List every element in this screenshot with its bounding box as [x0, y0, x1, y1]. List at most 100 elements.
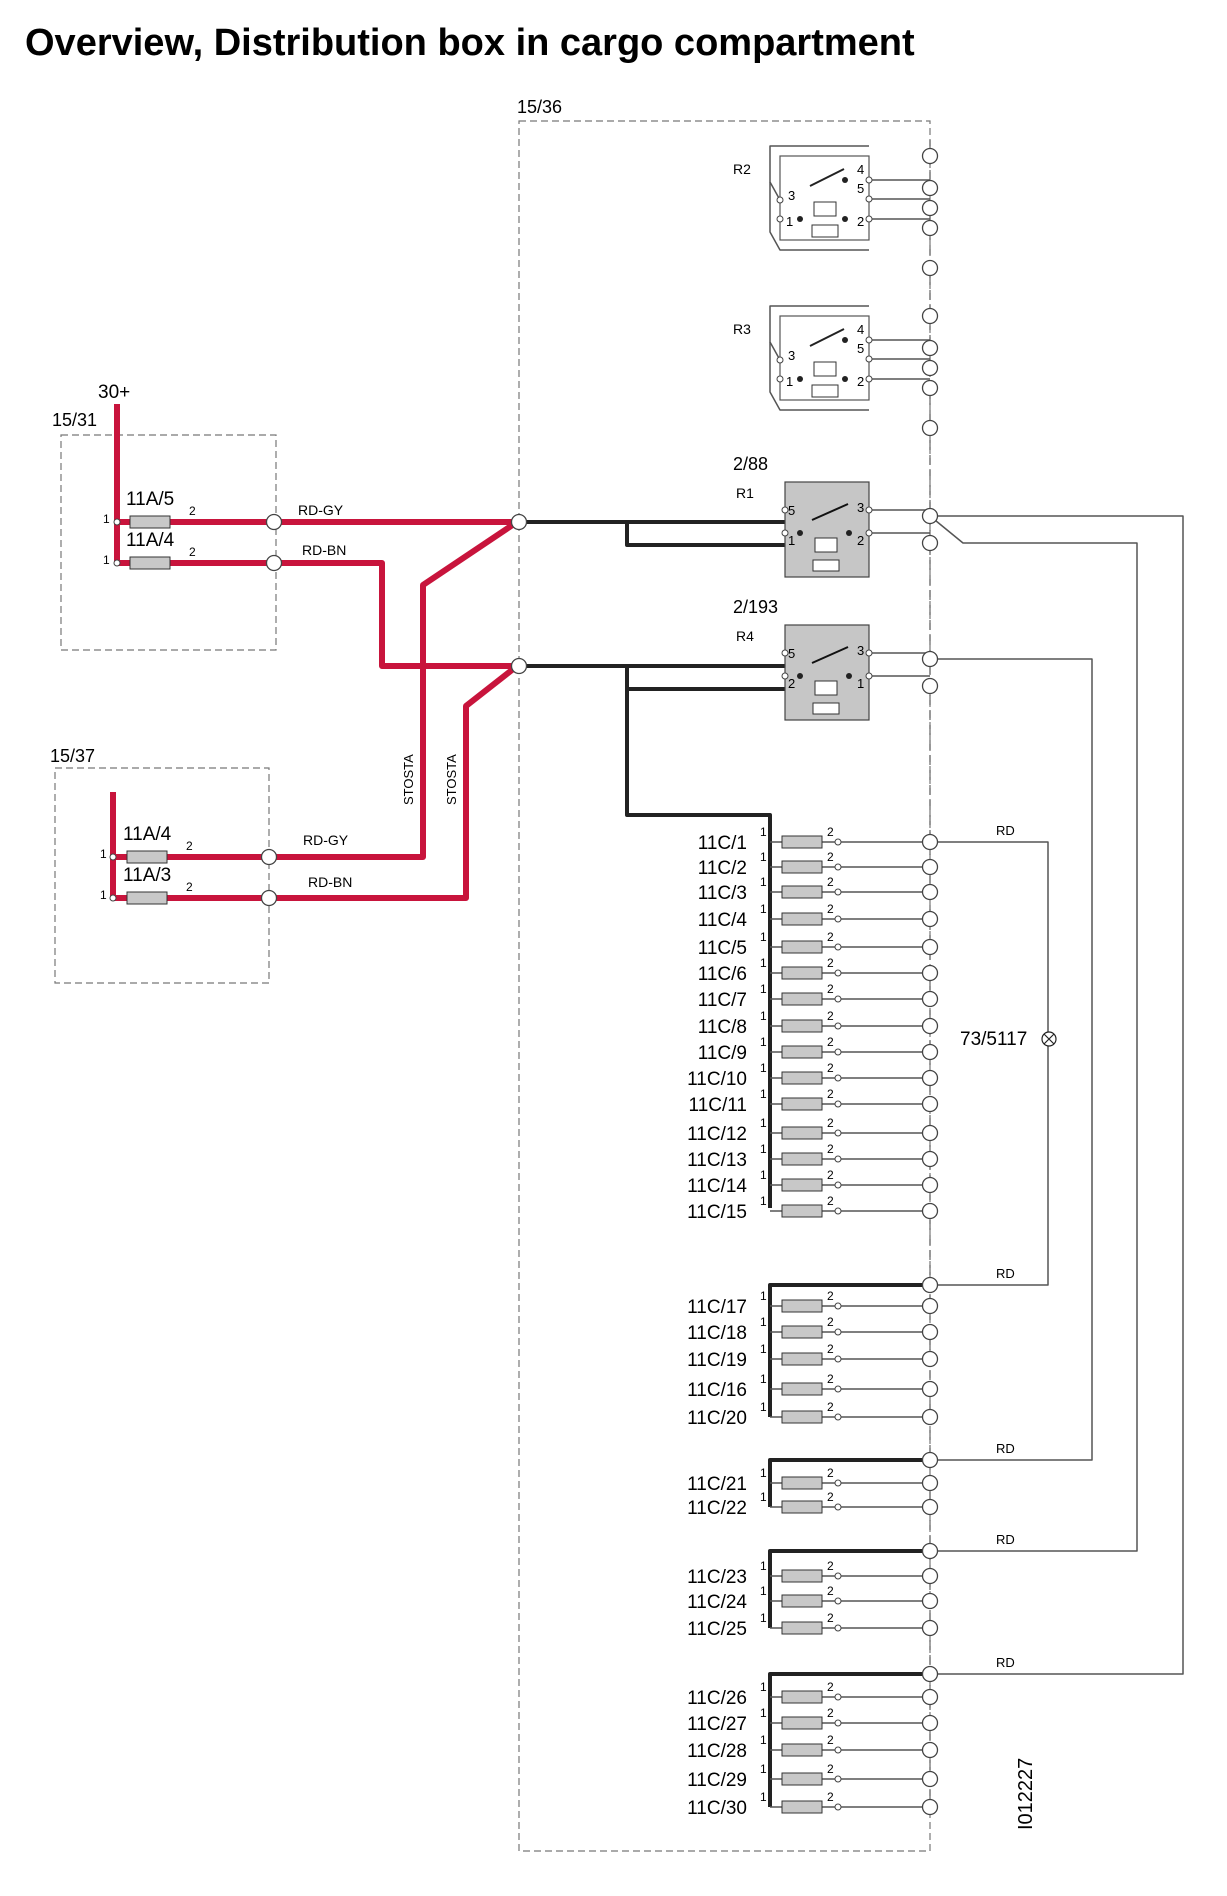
fuse-box-15-31	[60, 434, 277, 651]
fuse-11c-9-pin2: 2	[827, 1035, 834, 1049]
fuse-11c-28-pin1: 1	[760, 1733, 767, 1747]
connector-node	[510, 657, 528, 675]
fuse-11a3-lower-pin1: 1	[100, 888, 107, 902]
fuse-11c-6-label: 11C/6	[698, 964, 747, 985]
fuse-11c-16	[781, 1382, 823, 1396]
connection-points	[109, 147, 1057, 1816]
relay-r3-pin-2: 2	[857, 374, 864, 389]
fuse-11c-13-label: 11C/13	[687, 1150, 747, 1171]
fuse-11a4-upper-label: 11A/4	[126, 530, 175, 551]
fuse-11a3-lower	[126, 891, 168, 905]
pin-terminal	[865, 672, 873, 680]
rd-label-3: RD	[996, 1441, 1015, 1456]
feed-r1-pin1	[625, 522, 785, 547]
connector-node	[921, 964, 939, 982]
fuse-11c-16-label: 11C/16	[687, 1380, 747, 1401]
fuse-11c-22-pin1: 1	[760, 1490, 767, 1504]
fuse-11c-10	[781, 1071, 823, 1085]
relay-r1-pin-b: 3	[857, 500, 864, 515]
relay-r2-pin-5: 5	[857, 181, 864, 196]
fuse-11c-6	[781, 966, 823, 980]
pin-terminal	[776, 356, 784, 364]
fuse-11c-22-label: 11C/22	[687, 1498, 747, 1519]
pin-terminal	[865, 506, 873, 514]
rd-label-1: RD	[996, 823, 1015, 838]
pin-terminal	[834, 969, 842, 977]
pin-terminal	[113, 518, 121, 526]
fuse-11c-10-pin2: 2	[827, 1061, 834, 1075]
connector-node	[921, 199, 939, 217]
fuse-11c-6-pin2: 2	[827, 956, 834, 970]
pin-terminal	[834, 1355, 842, 1363]
fuse-11c-8-pin1: 1	[760, 1009, 767, 1023]
fuse-11c-11-label: 11C/11	[689, 1095, 747, 1116]
pin-terminal	[834, 1746, 842, 1754]
fuse-11a5-upper-pin2: 2	[189, 504, 196, 518]
connector-node	[921, 1095, 939, 1113]
junction-dot	[797, 530, 803, 536]
pin-terminal	[865, 176, 873, 184]
pin-terminal	[865, 649, 873, 657]
fuse-11c-24-label: 11C/24	[687, 1592, 747, 1613]
fuse-11c-15-pin1: 1	[760, 1194, 767, 1208]
fuse-11c-29-pin1: 1	[760, 1762, 767, 1776]
pin-terminal	[776, 375, 784, 383]
rd-wire-group5	[930, 515, 1184, 1675]
relay-r4-ref: 2/193	[733, 597, 778, 617]
connector-node	[921, 1150, 939, 1168]
relay-r3-name: R3	[733, 321, 751, 337]
connector-node	[921, 910, 939, 928]
fuse-11c-12-pin1: 1	[760, 1116, 767, 1130]
fuse-11a4-lower	[126, 850, 168, 864]
relay-r2-pin-3: 3	[788, 188, 795, 203]
fuse-11c-19-pin2: 2	[827, 1342, 834, 1356]
pin-terminal	[834, 1597, 842, 1605]
fuse-11c-9-label: 11C/9	[698, 1043, 747, 1064]
fuse-11c-14	[781, 1178, 823, 1192]
rd-label-4: RD	[996, 1532, 1015, 1547]
fuse-11c-11	[781, 1097, 823, 1111]
fuse-11a4-lower-pin2: 2	[186, 839, 193, 853]
fuse-11c-7-pin2: 2	[827, 982, 834, 996]
relay-r1-pin-a: 5	[788, 503, 795, 518]
fuse-11c-20-label: 11C/20	[687, 1408, 747, 1429]
fuse-11c-2-label: 11C/2	[698, 858, 747, 879]
relays	[769, 145, 930, 721]
fuse-11c-13	[781, 1152, 823, 1166]
relay-r2-wire-top	[769, 145, 869, 201]
fuse-11c-30-label: 11C/30	[687, 1798, 747, 1819]
fuse-11c-8-label: 11C/8	[698, 1017, 747, 1038]
pin-terminal	[834, 1693, 842, 1701]
lamp-ref-label: 73/5117	[960, 1029, 1027, 1050]
relay-r4-coil	[814, 680, 838, 696]
relay-r1-pin-c: 1	[788, 533, 795, 548]
fuse-11c-4	[781, 912, 823, 926]
connector-node	[921, 1202, 939, 1220]
connector-node	[260, 848, 278, 866]
fuse-11c-7-label: 11C/7	[698, 990, 747, 1011]
fuse-box-15-37	[54, 767, 270, 984]
junction-dot	[846, 530, 852, 536]
fuse-11c-12-pin2: 2	[827, 1116, 834, 1130]
box-label-lower: 15/37	[50, 746, 95, 766]
fuse-11c-18	[781, 1325, 823, 1339]
pin-terminal	[834, 1074, 842, 1082]
fuse-11c-23-pin1: 1	[760, 1559, 767, 1573]
connector-node	[921, 1297, 939, 1315]
connector-node	[265, 554, 283, 572]
fuse-11c-20	[781, 1410, 823, 1424]
red-wire-stosta-2	[113, 663, 519, 901]
relay-r3-coil	[813, 361, 837, 377]
supply-label-30plus: 30+	[98, 382, 130, 403]
fuse-11c-28-label: 11C/28	[687, 1741, 747, 1762]
wire-label-stosta-2: STOSTA	[444, 754, 459, 805]
relay-r4-pin-b: 3	[857, 643, 864, 658]
connector-node	[921, 1380, 939, 1398]
fuse-11c-24-pin1: 1	[760, 1584, 767, 1598]
fuse-11c-4-label: 11C/4	[698, 910, 748, 931]
fuse-11c-26-label: 11C/26	[687, 1688, 747, 1709]
lamp-icon-cross	[1043, 1033, 1055, 1045]
relay-r2-resistor	[811, 224, 839, 238]
fuse-11c-3-pin2: 2	[827, 875, 834, 889]
connector-node	[510, 513, 528, 531]
